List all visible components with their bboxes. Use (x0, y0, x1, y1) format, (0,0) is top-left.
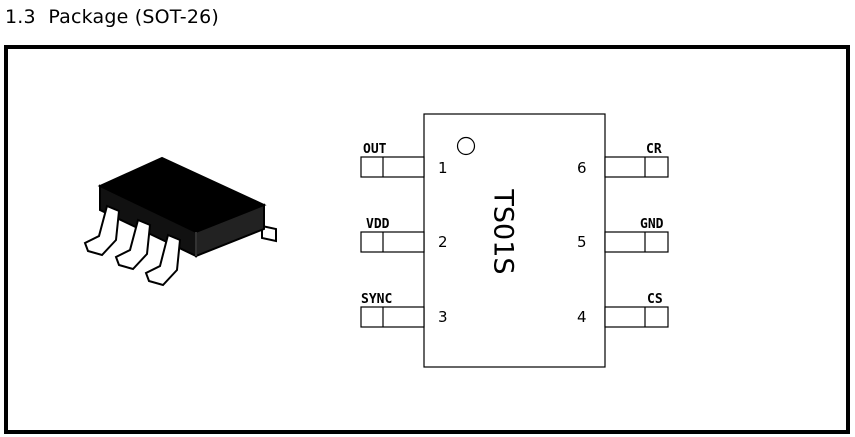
pin-6-number: 6 (577, 159, 587, 177)
pin1-marker-icon (456, 136, 476, 156)
pin-5-number: 5 (577, 233, 587, 251)
chip-marking: TS01S (488, 188, 519, 274)
pin-3: SYNC 3 (360, 292, 448, 328)
pin-1: OUT 1 (360, 142, 448, 178)
section-number: 1.3 (5, 6, 36, 28)
pin-5-name: GND (640, 217, 664, 232)
chip-body (423, 113, 606, 368)
pin-1-name: OUT (363, 142, 387, 157)
pin-4: CS 4 (577, 292, 669, 328)
section-heading: 1.3 Package (SOT-26) (5, 6, 219, 28)
pin-4-number: 4 (577, 308, 587, 326)
pin-3-name: SYNC (361, 292, 392, 307)
pin-2: VDD 2 (360, 217, 448, 253)
pin-4-name: CS (647, 292, 663, 307)
pin-6-name: CR (646, 142, 662, 157)
pin-2-name: VDD (366, 217, 390, 232)
pin-2-number: 2 (438, 233, 448, 251)
pin-3-number: 3 (438, 308, 448, 326)
package-frame (4, 45, 850, 434)
pin-6: CR 6 (577, 142, 669, 178)
pin-1-number: 1 (438, 159, 448, 177)
package-illustration (83, 156, 277, 287)
section-title: Package (SOT-26) (48, 6, 220, 28)
pin-5: GND 5 (577, 217, 669, 253)
